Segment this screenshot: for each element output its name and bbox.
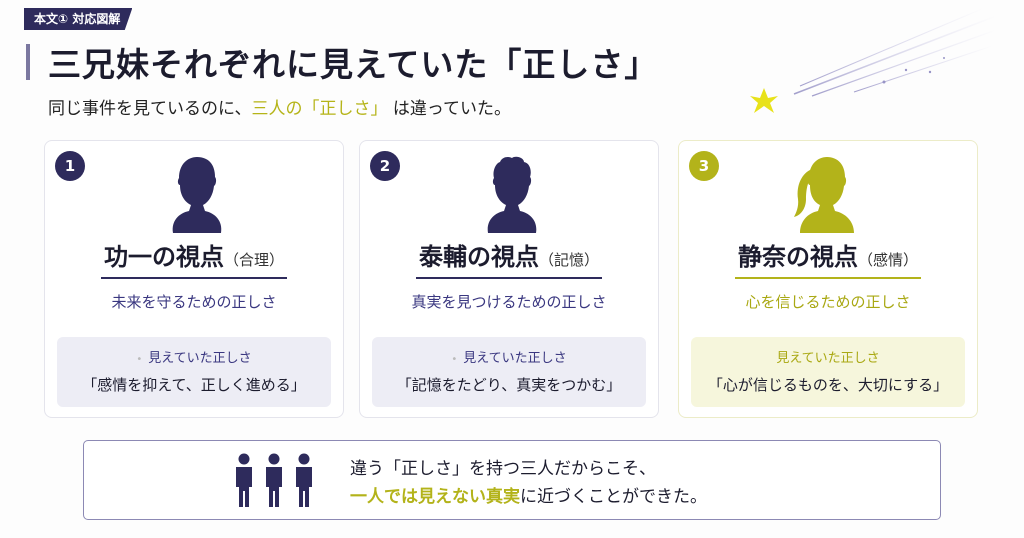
seen-label: 見えていた正しさ xyxy=(57,347,331,366)
seen-label: 見えていた正しさ xyxy=(372,347,646,366)
perspective-type: （記憶） xyxy=(538,251,599,269)
subtitle-after: は違っていた。 xyxy=(387,99,512,119)
page-title: 三兄妹それぞれに見えていた「正しさ」 xyxy=(48,45,659,84)
title-accent-bar xyxy=(26,44,30,80)
subtitle-before: 同じ事件を見ているのに、 xyxy=(48,99,252,119)
card-number-badge: 2 xyxy=(370,151,400,181)
three-people-icon xyxy=(236,453,312,507)
perspective-type: （感情） xyxy=(857,251,918,269)
perspective-purpose: 心を信じるための正しさ xyxy=(745,293,911,311)
heading-underline xyxy=(416,277,602,279)
perspective-heading: 功一の視点（合理） xyxy=(45,237,343,272)
conclusion-box: 違う「正しさ」を持つ三人だからこそ、 一人では見えない真実に近づくことができた。 xyxy=(83,440,941,520)
seen-correctness-box: 見えていた正しさ 「記憶をたどり、真実をつかむ」 xyxy=(372,337,646,407)
conclusion-line-1: 違う「正しさ」を持つ三人だからこそ、 xyxy=(350,459,656,479)
heading-underline xyxy=(101,277,287,279)
female-ponytail-silhouette-icon xyxy=(794,157,854,233)
perspective-name: 泰輔の視点 xyxy=(418,243,539,271)
conclusion-text: 違う「正しさ」を持つ三人だからこそ、 一人では見えない真実に近づくことができた。 xyxy=(350,455,707,511)
conclusion-line-2: 一人では見えない真実に近づくことができた。 xyxy=(350,483,707,511)
seen-value: 「記憶をたどり、真実をつかむ」 xyxy=(396,376,622,394)
card-number-badge: 1 xyxy=(55,151,85,181)
seen-correctness-box: 見えていた正しさ 「感情を抑えて、正しく進める」 xyxy=(57,337,331,407)
section-tag: 本文① 対応図解 xyxy=(24,8,133,30)
perspective-purpose: 真実を見つけるための正しさ xyxy=(411,293,607,311)
seen-value: 「感情を抑えて、正しく進める」 xyxy=(82,376,306,394)
seen-correctness-box: 見えていた正しさ 「心が信じるものを、大切にする」 xyxy=(691,337,965,407)
perspective-name: 静奈の視点 xyxy=(737,243,858,271)
seen-value: 「心が信じるものを、大切にする」 xyxy=(707,376,949,394)
perspective-card-1: 1 功一の視点（合理） 未来を守るための正しさ 見えていた正しさ 「感情を抑えて… xyxy=(44,140,344,418)
perspective-heading: 泰輔の視点（記憶） xyxy=(360,237,658,272)
card-number-badge: 3 xyxy=(689,151,719,181)
perspective-name: 功一の視点 xyxy=(103,243,224,271)
shooting-star-icon xyxy=(750,7,997,113)
subtitle-highlight: 三人の「正しさ」 xyxy=(251,99,388,119)
perspective-card-3: 3 静奈の視点（感情） 心を信じるための正しさ 見えていた正しさ 「心が信じるも… xyxy=(678,140,978,418)
page-subtitle: 同じ事件を見ているのに、三人の「正しさ」 は違っていた。 xyxy=(48,94,511,119)
perspective-card-2: 2 泰輔の視点（記憶） 真実を見つけるための正しさ 見えていた正しさ 「記憶をた… xyxy=(359,140,659,418)
perspective-heading: 静奈の視点（感情） xyxy=(679,237,977,272)
young-male-silhouette-icon xyxy=(487,156,537,233)
heading-underline xyxy=(735,277,921,279)
conclusion-line-2-after: に近づくことができた。 xyxy=(520,487,707,507)
perspective-type: （合理） xyxy=(223,251,284,269)
conclusion-highlight: 一人では見えない真実 xyxy=(350,487,520,507)
male-silhouette-icon xyxy=(172,157,222,233)
perspective-purpose: 未来を守るための正しさ xyxy=(111,293,277,311)
seen-label: 見えていた正しさ xyxy=(776,351,880,366)
